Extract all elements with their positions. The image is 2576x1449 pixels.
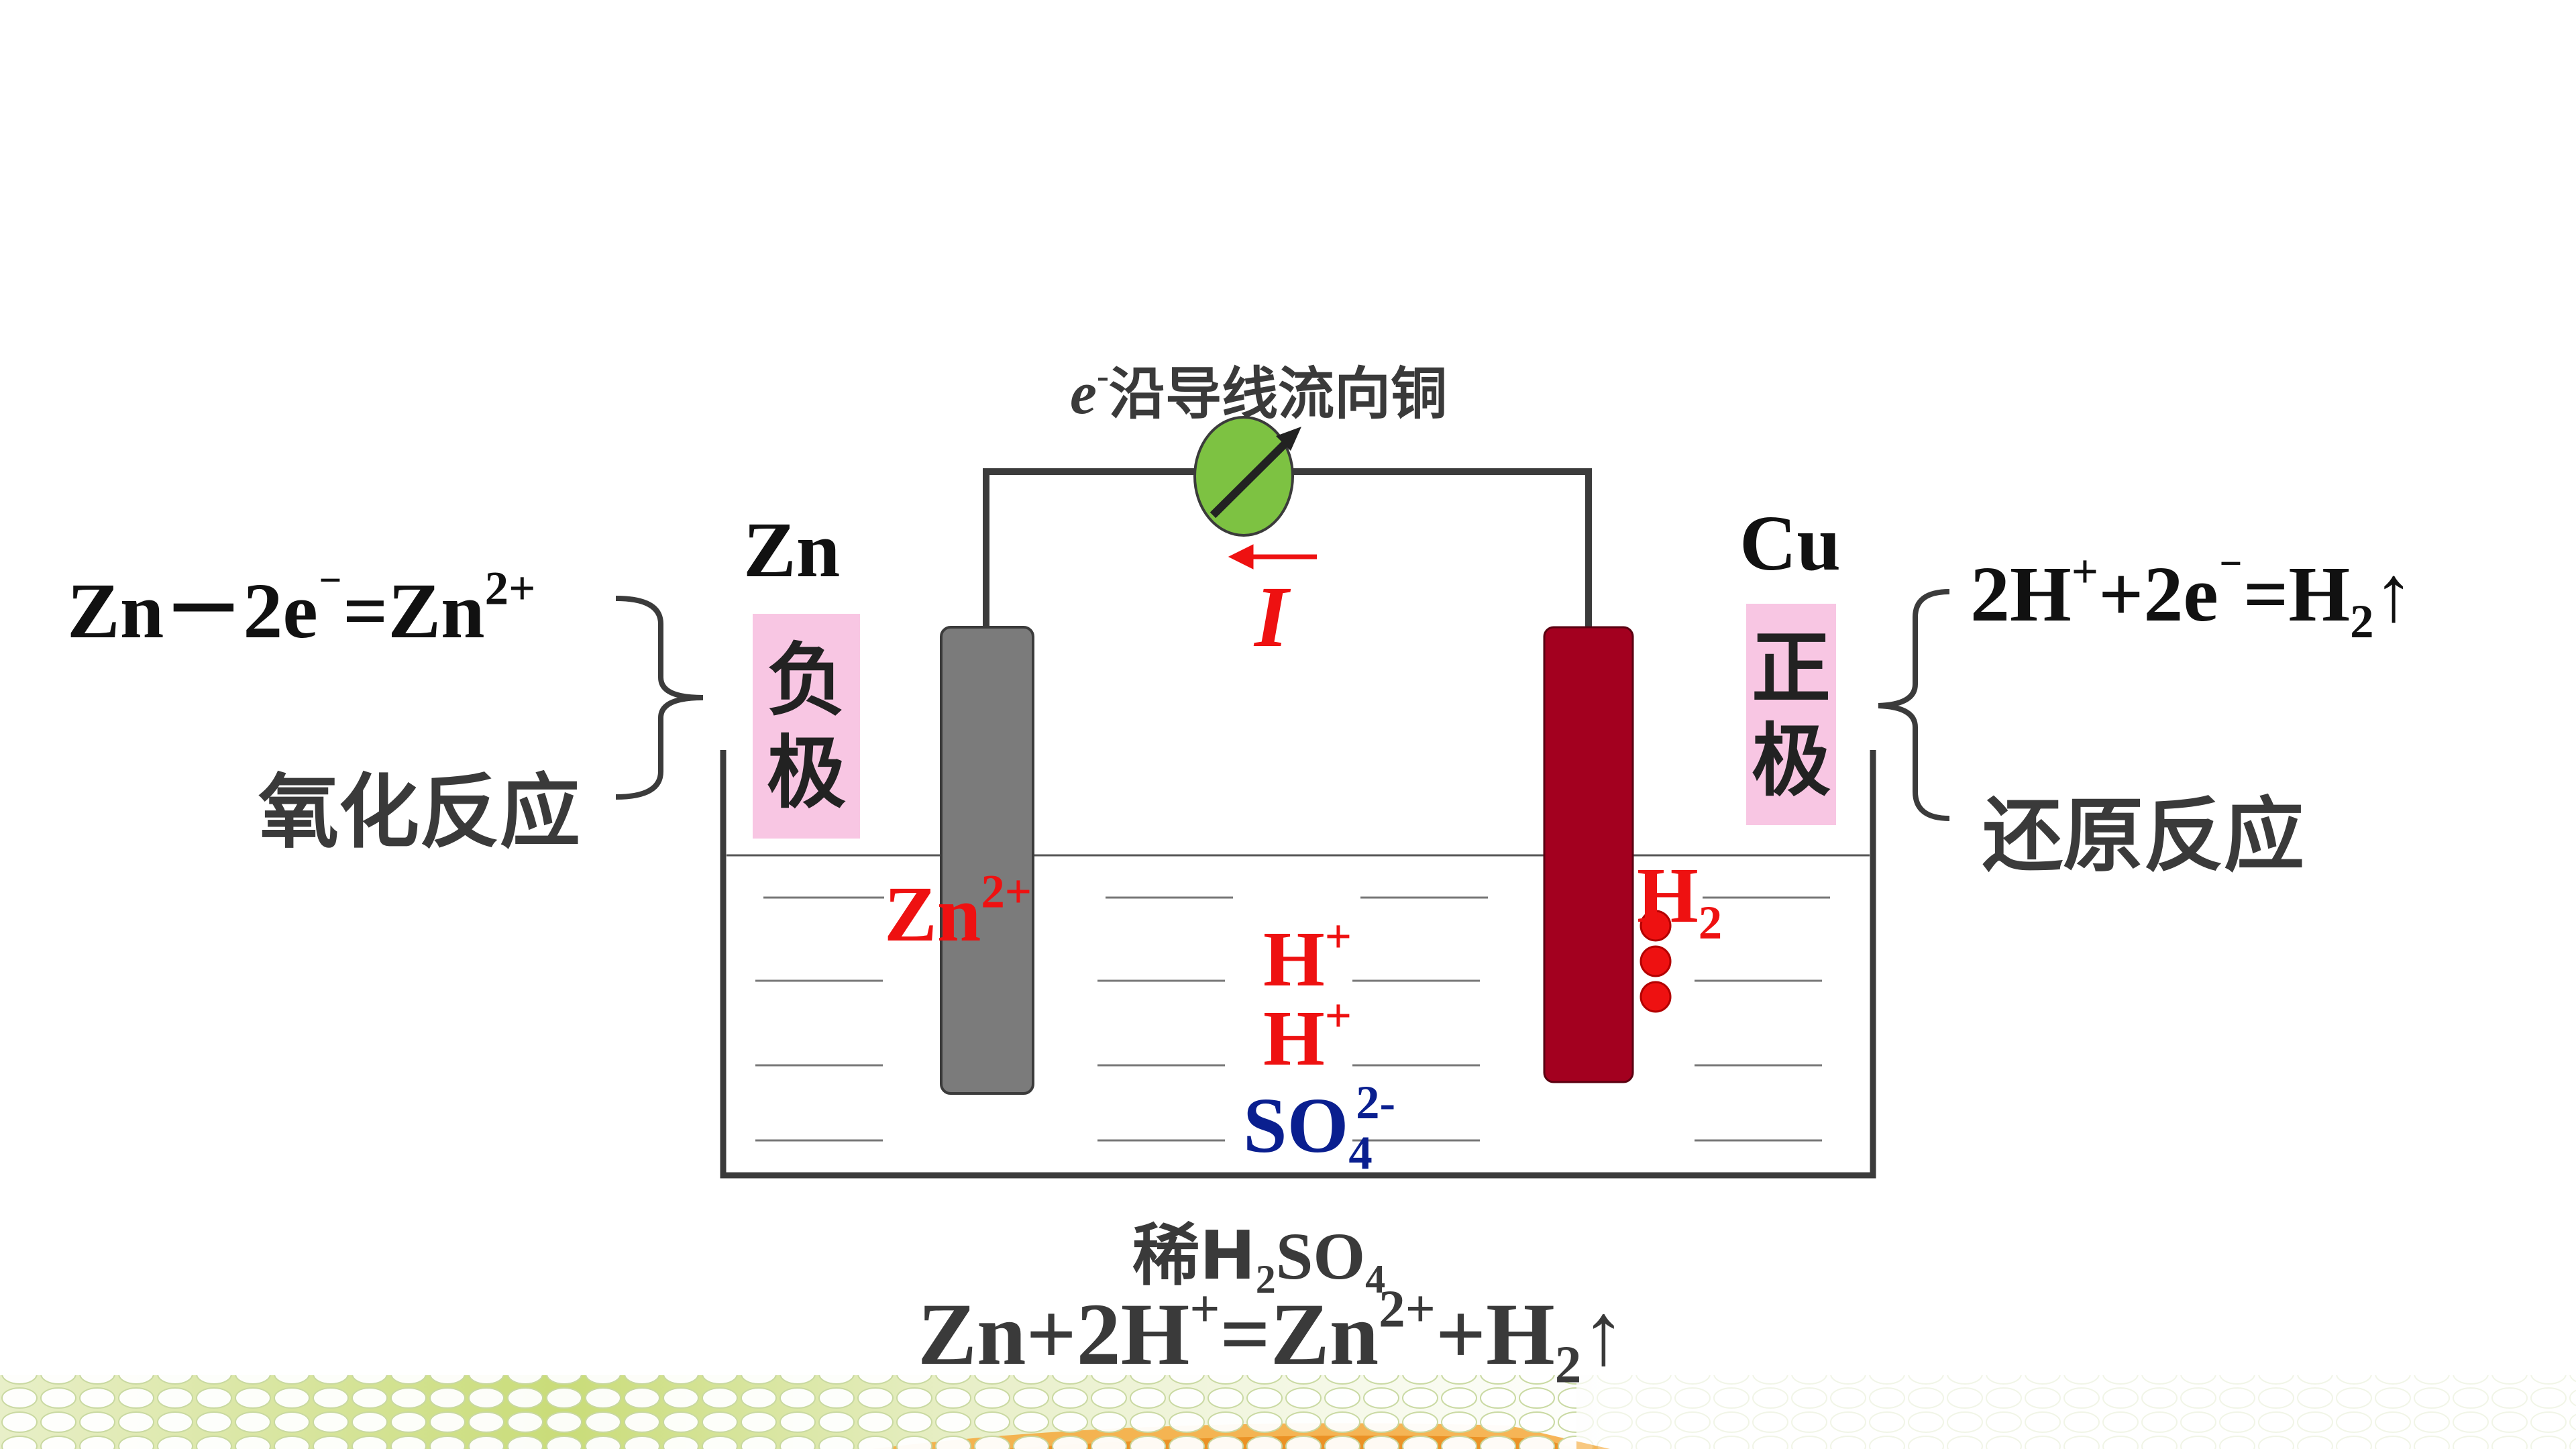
- beaker: [720, 750, 1876, 1179]
- pole-char: 负: [766, 633, 846, 727]
- positive-pole-box: 正 极: [1746, 604, 1836, 825]
- reduction-label: 还原反应: [1982, 790, 2304, 883]
- zinc-electrode: [940, 626, 1034, 1095]
- overall-reaction: Zn+2H+=Zn2++H2↑: [918, 1279, 1626, 1395]
- pole-char: 正: [1751, 622, 1831, 714]
- current-arrow-icon: [1228, 544, 1317, 570]
- hydrogen-bubbles-icon: [1640, 910, 1672, 1013]
- cathode-half-reaction: 2H++2e⁻=H2↑: [1970, 545, 2414, 648]
- pole-char: 极: [1751, 714, 1831, 807]
- electrolyte-label: 稀H2SO4: [1132, 1216, 1386, 1301]
- hydrogen-ion-label: H+: [1263, 910, 1352, 1003]
- copper-element-label: Cu: [1739, 499, 1841, 587]
- anode-half-reaction: Zn－2e⁻=Zn2+: [67, 562, 536, 655]
- hydrogen-gas-label: H2: [1637, 851, 1723, 949]
- decorative-bottom-band: [0, 1375, 2576, 1449]
- left-brace: [615, 596, 704, 800]
- zinc-ion-label: Zn2+: [884, 865, 1032, 958]
- galvanometer-icon: [1193, 416, 1301, 537]
- sulfate-ion-label: SO42-: [1243, 1077, 1396, 1179]
- zinc-element-label: Zn: [743, 506, 841, 594]
- hydrogen-ion-label: H+: [1263, 989, 1352, 1082]
- current-label: I: [1254, 569, 1289, 665]
- electron-flow-label: e-沿导线流向铜: [1070, 356, 1447, 427]
- copper-electrode: [1543, 626, 1634, 1083]
- oxidation-label: 氧化反应: [258, 766, 580, 859]
- right-brace: [1878, 589, 1950, 821]
- pole-char: 极: [766, 726, 846, 819]
- liquid-hatching: [755, 896, 1830, 1142]
- negative-pole-box: 负 极: [753, 614, 860, 839]
